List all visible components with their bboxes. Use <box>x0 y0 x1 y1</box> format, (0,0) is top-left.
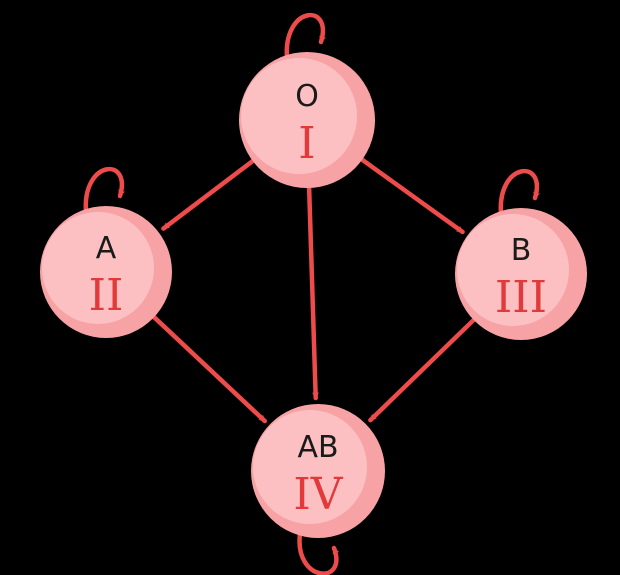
node-b-roman: III <box>495 272 547 323</box>
node-a-highlight <box>42 212 154 324</box>
edge-o-to-ab <box>306 181 320 401</box>
node-a-letter: A <box>96 231 117 266</box>
node-a-roman: II <box>89 270 124 321</box>
node-ab-letter: AB <box>297 430 338 465</box>
self-loop-o <box>284 12 327 61</box>
edge-o-to-b <box>356 155 465 235</box>
node-a: A II <box>40 206 172 338</box>
node-ab-highlight <box>253 410 367 524</box>
node-o: OI <box>239 52 375 188</box>
edge-o-to-a <box>161 156 259 231</box>
node-o-roman: I <box>298 118 315 169</box>
self-loop-b <box>498 168 541 217</box>
node-b: B III <box>455 208 587 340</box>
self-loops-layer <box>83 12 541 575</box>
node-o-highlight <box>241 58 357 174</box>
self-loop-a <box>83 166 126 215</box>
edge-a-to-ab <box>148 312 268 424</box>
edge-b-to-ab <box>368 314 479 423</box>
edges-layer <box>148 155 479 424</box>
node-ab-roman: IV <box>293 469 343 520</box>
node-b-highlight <box>457 214 569 326</box>
nodes-layer: OI A II B III AB IV <box>40 52 587 538</box>
node-b-letter: B <box>511 233 532 268</box>
node-o-letter: O <box>295 79 319 114</box>
node-ab: AB IV <box>251 404 385 538</box>
self-loop-ab <box>297 531 340 575</box>
